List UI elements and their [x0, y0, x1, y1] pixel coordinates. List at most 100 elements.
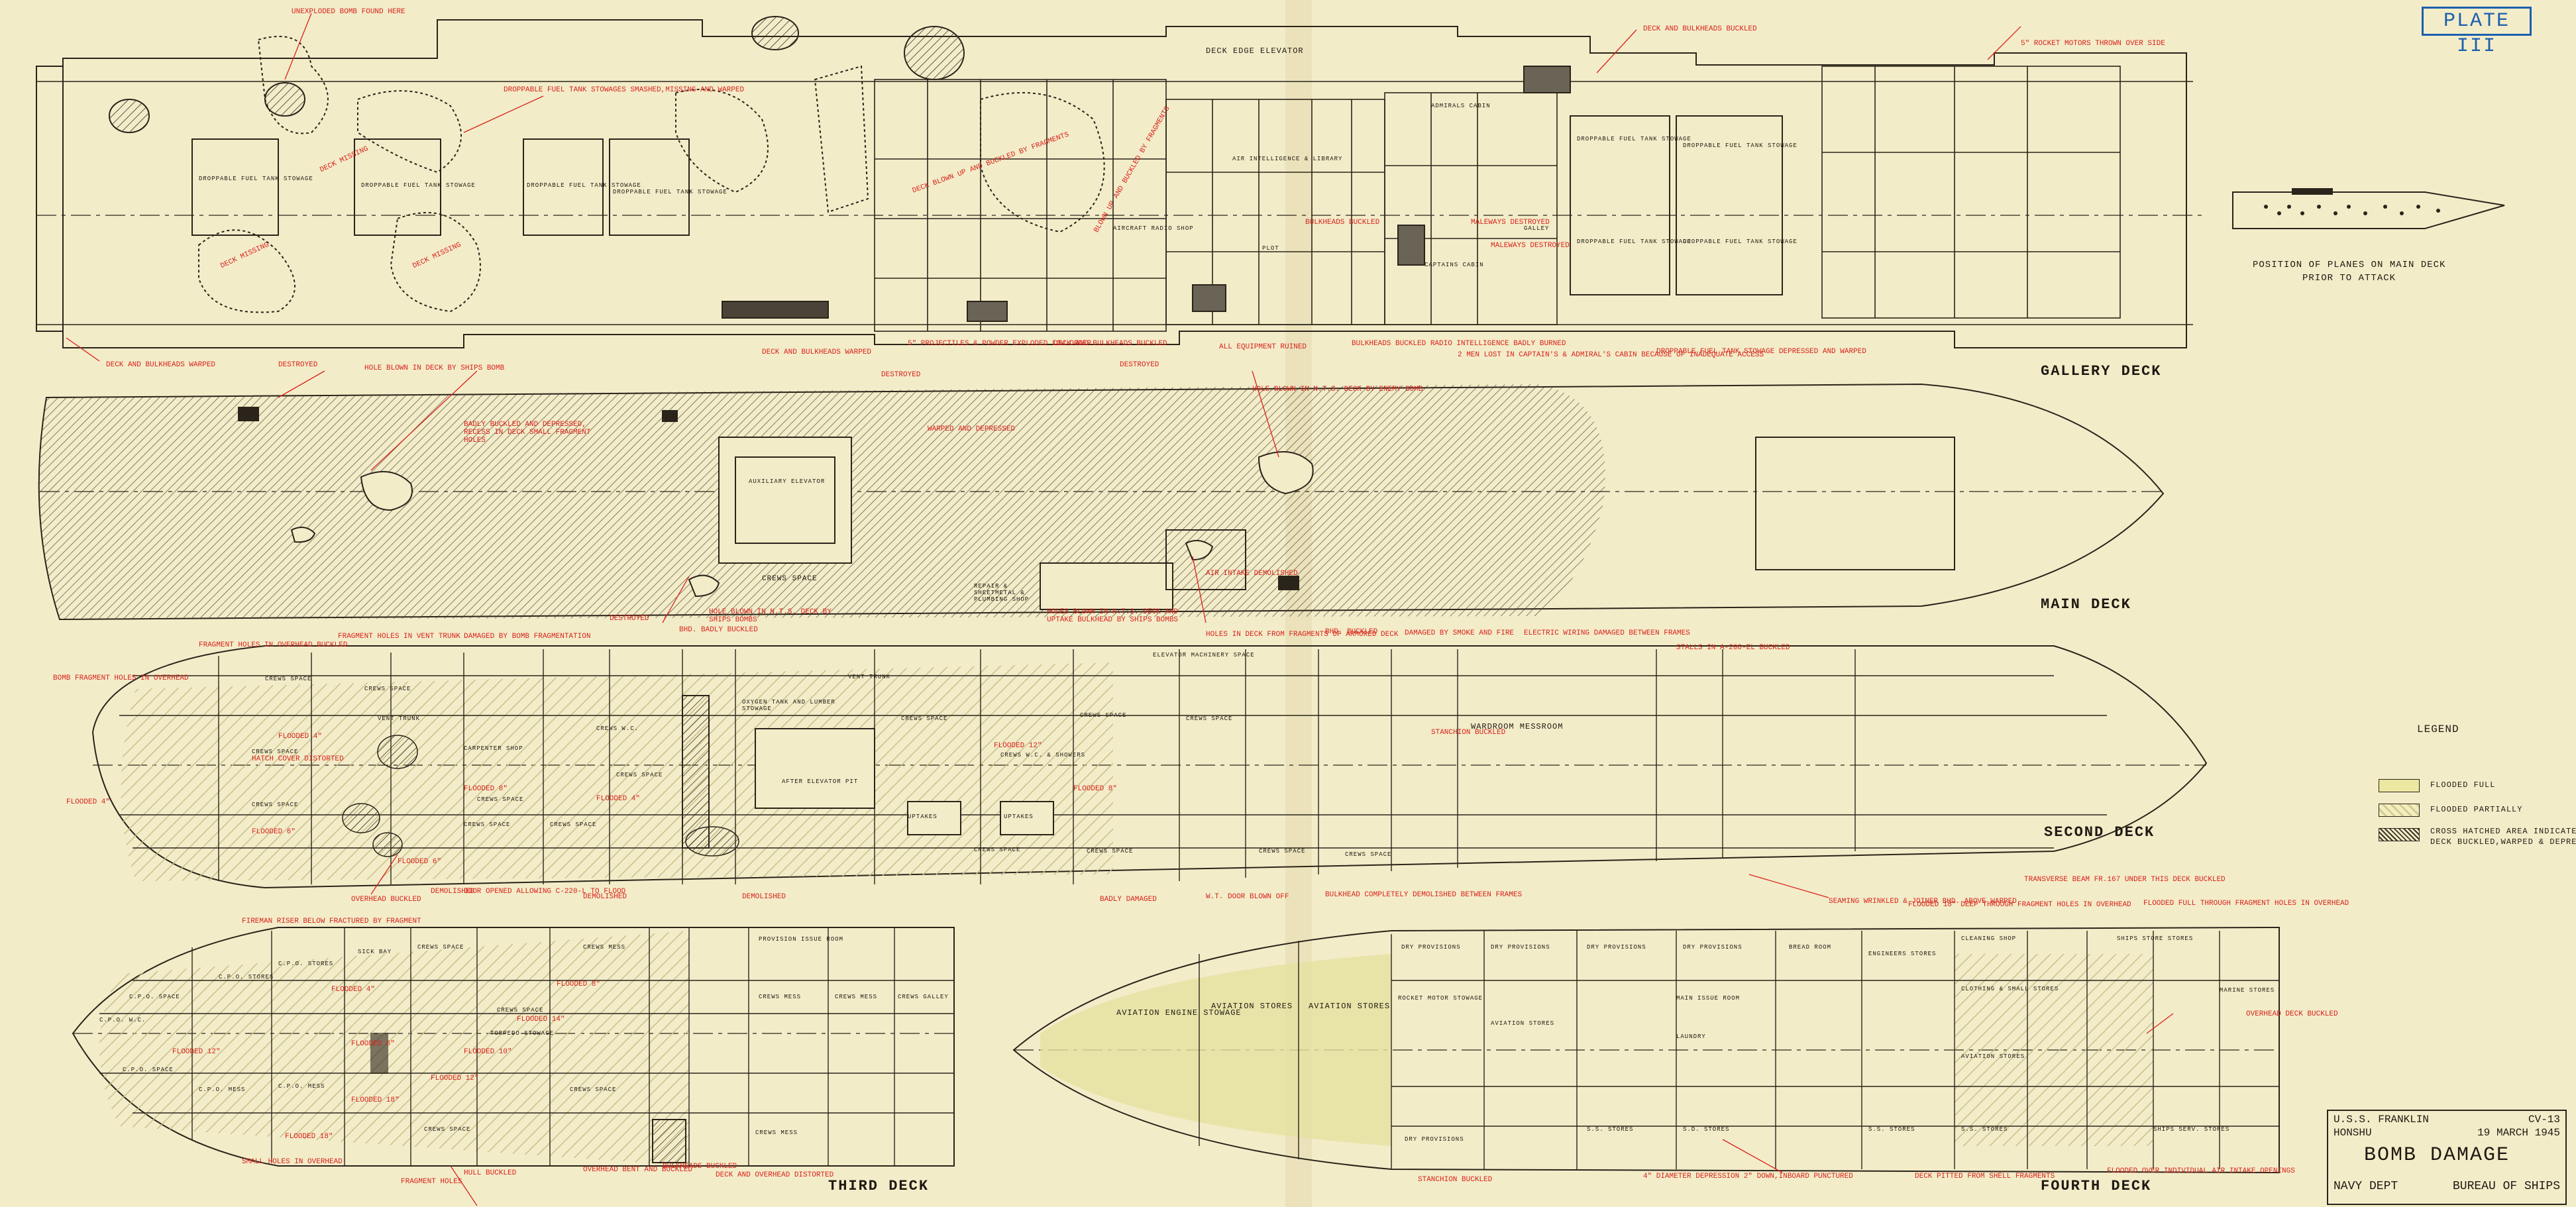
- second-room: UPTAKES: [908, 813, 938, 820]
- third-room: CREWS MESS: [583, 944, 626, 951]
- third-room: CREWS MESS: [755, 1129, 798, 1136]
- second-room: CREWS SPACE: [1259, 848, 1306, 855]
- second-room: CREWS SPACE: [974, 847, 1021, 853]
- gallery-room: DROPPABLE FUEL TANK STOWAGE: [1683, 238, 1798, 245]
- fourth-room: S.S. STORES: [1587, 1126, 1634, 1133]
- legend-label-flooded-full: FLOODED FULL: [2430, 780, 2496, 790]
- fourth-room: DRY PROVISIONS: [1405, 1136, 1464, 1143]
- fourth-note: FLOODED 18" DEEP THROUGH FRAGMENT HOLES …: [1908, 901, 2131, 909]
- legend-label-flooded-partially: FLOODED PARTIALLY: [2430, 805, 2523, 814]
- fourth-room: ENGINEERS STORES: [1868, 951, 1937, 957]
- third-room: C.P.O. W.C.: [99, 1017, 146, 1023]
- planes-position-inset: [2232, 188, 2505, 229]
- second-note: FLOODED 12": [994, 742, 1042, 750]
- gallery-note: MALEWAYS DESTROYED: [1471, 219, 1550, 227]
- main-note: DESTROYED: [278, 361, 318, 369]
- main-note: WARPED AND DEPRESSED: [928, 425, 1016, 433]
- legend-label-cross-hatched-line2: DECK BUCKLED,WARPED & DEPRESSED: [2430, 837, 2576, 847]
- main-room: CREWS SPACE: [762, 575, 818, 583]
- second-note: DAMAGED BY SMOKE AND FIRE: [1405, 629, 1515, 637]
- third-note: FRAGMENT HOLES: [401, 1178, 462, 1186]
- second-room: CREWS W.C. & SHOWERS: [1000, 752, 1086, 759]
- legend-swatch-cross-hatched: [2379, 828, 2420, 841]
- legend-swatch-flooded-full: [2379, 779, 2420, 792]
- gallery-note: BULKHEADS BUCKLED: [1305, 219, 1380, 227]
- second-room: CREWS SPACE: [364, 686, 411, 692]
- inset-caption-line1: POSITION OF PLANES ON MAIN DECK: [2253, 260, 2446, 270]
- fourth-note: DECK PITTED FROM SHELL FRAGMENTS: [1915, 1173, 2055, 1181]
- fourth-room: MARINE STORES: [2220, 987, 2275, 994]
- fourth-note: FLOODED OVER INDIVIDUAL AIR INTAKE OPENI…: [2107, 1167, 2295, 1175]
- fourth-room: CLEANING SHOP: [1961, 935, 2017, 942]
- main-note: DESTROYED: [610, 615, 649, 623]
- main-note: AIR INTAKE DEMOLISHED: [1206, 570, 1298, 578]
- second-note: FLOODED 8": [464, 785, 508, 793]
- second-room: OXYGEN TANK AND LUMBER STOWAGE: [742, 699, 835, 712]
- title-block: U.S.S. FRANKLIN CV-13 HONSHU 19 MARCH 19…: [2327, 1110, 2567, 1205]
- fourth-room: SHIPS STORE STORES: [2117, 935, 2194, 942]
- second-note: W.T. DOOR BLOWN OFF: [1206, 893, 1289, 901]
- third-deck-flooding: [99, 931, 689, 1166]
- second-note: HATCH COVER DISTORTED: [252, 755, 344, 763]
- second-note: STANCHION BUCKLED: [1431, 729, 1506, 737]
- gallery-room: PLOT: [1262, 245, 1279, 252]
- third-note: FLOODED 4": [331, 986, 376, 994]
- fourth-room: SHIPS SERV. STORES: [2153, 1126, 2230, 1133]
- main-note: BADLY BUCKLED AND DEPRESSED, RECESS IN D…: [464, 421, 591, 445]
- gallery-note: 5" PROJECTILES & POWDER EXPLODED LOW ORD…: [908, 340, 1092, 348]
- third-room: C.P.O. STORES: [278, 961, 334, 967]
- fourth-deck-hull-outline: [1012, 926, 2280, 1174]
- third-room: C.P.O. SPACE: [129, 994, 180, 1000]
- second-note: OVERHEAD BUCKLED: [351, 896, 421, 904]
- second-room: CREWS SPACE: [550, 821, 597, 828]
- fourth-room: DRY PROVISIONS: [1491, 944, 1550, 951]
- fourth-deck-label: FOURTH DECK: [2041, 1178, 2152, 1194]
- fourth-room: AVIATION ENGINE STOWAGE: [1116, 1008, 1242, 1018]
- gallery-room: DECK EDGE ELEVATOR: [1206, 46, 1304, 56]
- third-note: HULL BUCKLED: [464, 1169, 517, 1177]
- second-note: FLOODED 4": [278, 733, 323, 741]
- second-room: ELEVATOR MACHINERY SPACE: [1153, 652, 1255, 658]
- gallery-room: DROPPABLE FUEL TANK STOWAGE: [613, 189, 727, 195]
- main-room: REPAIR & SHEETMETAL & PLUMBING SHOP: [974, 583, 1030, 603]
- fourth-room: AVIATION STORES: [1211, 1002, 1293, 1011]
- fourth-room: MAIN ISSUE ROOM: [1676, 995, 1741, 1002]
- third-note: FLOODED 12": [431, 1075, 479, 1082]
- third-note: FLOODED 14": [517, 1016, 565, 1023]
- fourth-note: TRANSVERSE BEAM FR.167 UNDER THIS DECK B…: [2024, 876, 2226, 884]
- gallery-note: DROPPABLE FUEL TANK STOWAGE DEPRESSED AN…: [1656, 348, 1866, 356]
- gallery-room: GALLEY: [1524, 225, 1550, 232]
- location: HONSHU: [2334, 1127, 2372, 1139]
- third-note: FLOODED 8": [557, 980, 601, 988]
- second-note: FRAGMENT HOLES IN VENT TRUNK: [338, 633, 460, 641]
- gallery-note: MALEWAYS DESTROYED: [1491, 242, 1570, 250]
- gallery-room: ADMIRALS CABIN: [1431, 103, 1491, 109]
- second-room: CREWS SPACE: [616, 772, 663, 778]
- second-room: AFTER ELEVATOR PIT: [782, 778, 859, 785]
- second-note: STALLS IN A-208-EL BUCKLED: [1676, 644, 1790, 652]
- gallery-room: AIRCRAFT RADIO SHOP: [1113, 225, 1194, 232]
- second-note: ELECTRIC WIRING DAMAGED BETWEEN FRAMES: [1524, 629, 1690, 637]
- third-note: DECK AND OVERHEAD DISTORTED: [716, 1171, 834, 1179]
- fourth-room: S.S. STORES: [1868, 1126, 1915, 1133]
- legend-title: LEGEND: [2417, 723, 2459, 735]
- third-note: FLOODED 18": [351, 1096, 400, 1104]
- second-note: FLOODED 8": [1073, 785, 1118, 793]
- fourth-room: BREAD ROOM: [1789, 944, 1832, 951]
- third-deck-label: THIRD DECK: [828, 1178, 930, 1194]
- second-room: WARDROOM MESSROOM: [1471, 722, 1564, 731]
- legend-swatch-flooded-partially: [2379, 804, 2420, 817]
- attack-date: 19 MARCH 1945: [2477, 1127, 2560, 1139]
- gallery-note: ALL EQUIPMENT RUINED: [1219, 343, 1307, 351]
- fourth-note: 4" DIAMETER DEPRESSION 2" DOWN,INBOARD P…: [1643, 1173, 1853, 1181]
- second-note: BHD. BUCKLED: [1325, 628, 1378, 636]
- third-room: CREWS MESS: [759, 994, 802, 1000]
- third-deck-plan: [72, 927, 955, 1167]
- fourth-room: AVIATION STORES: [1491, 1020, 1555, 1027]
- main-note: HOLES BLOWN IN N.T.S. DECK AND UPTAKE BU…: [1047, 608, 1179, 624]
- gallery-deck-plan: [36, 16, 2206, 348]
- fourth-deck-flooding-aft: [1955, 954, 2153, 1146]
- second-note: DEMOLISHED: [431, 888, 475, 896]
